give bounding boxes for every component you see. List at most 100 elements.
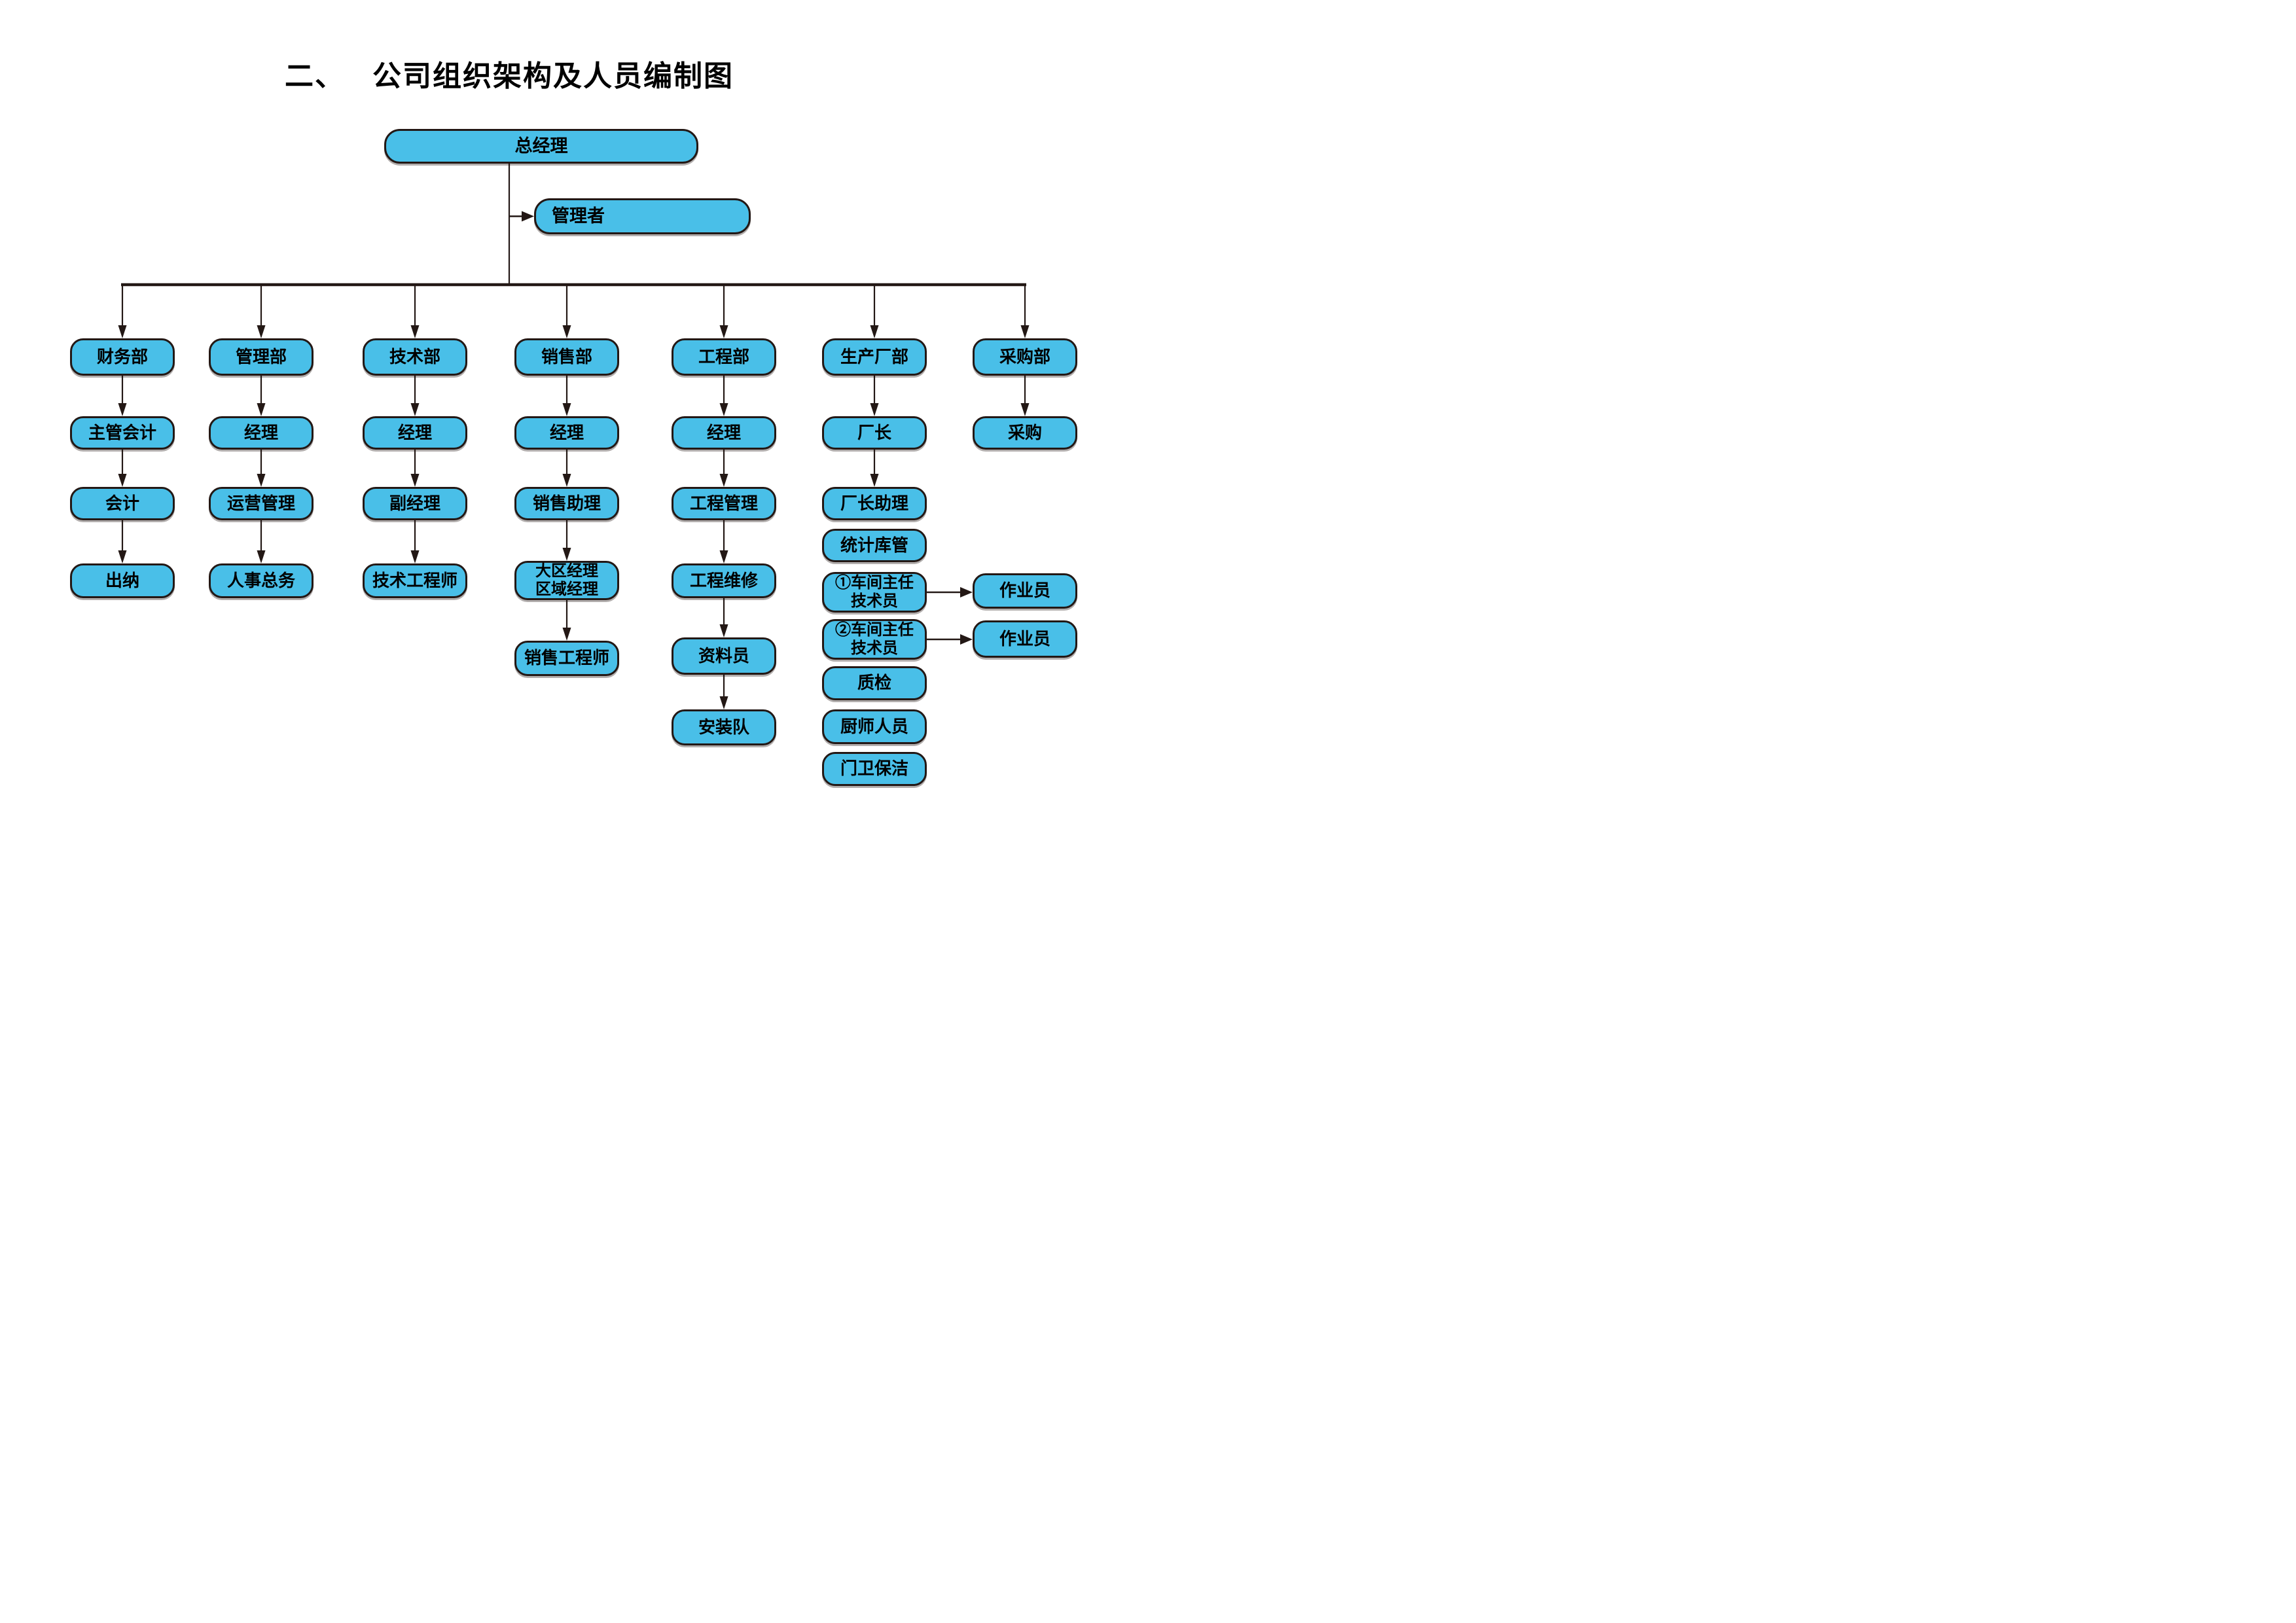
node-operator-2: 作业员 xyxy=(973,620,1077,658)
node-label: 门卫保洁 xyxy=(840,758,908,779)
node-installation-team: 安装队 xyxy=(672,709,776,745)
node-production-dept: 生产厂部 xyxy=(822,338,927,376)
title-text: 公司组织架构及人员编制图 xyxy=(372,60,734,92)
node-engineering-maintenance: 工程维修 xyxy=(672,563,776,598)
arrowhead-down xyxy=(719,403,728,416)
node-cashier: 出纳 xyxy=(70,563,175,598)
node-label: 采购部 xyxy=(999,346,1050,366)
node-workshop-director-1: ①车间主任技术员 xyxy=(822,572,927,613)
node-accountant: 会计 xyxy=(70,487,175,520)
node-label: 销售助理 xyxy=(532,493,601,513)
node-chef-staff: 厨师人员 xyxy=(822,709,927,744)
arrowhead-down xyxy=(257,403,266,416)
node-label: 会计 xyxy=(105,493,139,513)
node-label: 技术部 xyxy=(389,346,440,366)
node-sales-dept: 销售部 xyxy=(514,338,619,376)
node-engineering-management: 工程管理 xyxy=(672,487,776,520)
node-workshop-director-2: ②车间主任技术员 xyxy=(822,619,927,660)
node-sales-manager: 经理 xyxy=(514,416,619,450)
arrowhead-right xyxy=(522,211,534,222)
node-label: 厂长助理 xyxy=(840,493,908,513)
node-sales-assistant: 销售助理 xyxy=(514,487,619,520)
connector-lines xyxy=(118,164,1030,709)
node-label: 工程部 xyxy=(698,346,749,366)
arrowhead-down xyxy=(719,696,728,709)
node-chief-accountant: 主管会计 xyxy=(70,416,175,450)
page-title: 二、公司组织架构及人员编制图 xyxy=(285,52,734,94)
node-label: 作业员 xyxy=(999,628,1050,649)
node-label: ①车间主任 xyxy=(835,574,914,592)
node-label: 安装队 xyxy=(698,717,749,737)
title-numbering: 二、 xyxy=(285,60,345,92)
node-management-dept: 管理部 xyxy=(209,338,314,376)
node-label: 质检 xyxy=(857,673,891,693)
node-label: 财务部 xyxy=(96,346,148,366)
node-technology-dept: 技术部 xyxy=(363,338,467,376)
arrowhead-down xyxy=(410,474,420,487)
node-label: 资料员 xyxy=(698,645,749,666)
node-label: 采购 xyxy=(1007,422,1042,442)
node-label: 经理 xyxy=(706,422,741,442)
node-label: 大区经理 xyxy=(535,562,598,580)
arrowhead-down xyxy=(870,403,879,416)
node-label: 技术员 xyxy=(851,592,898,610)
arrowhead-down xyxy=(562,628,571,641)
node-label: 副经理 xyxy=(389,493,440,513)
node-general-manager: 总经理 xyxy=(384,129,698,164)
arrowhead-down xyxy=(1020,403,1030,416)
arrowhead-down xyxy=(719,550,728,563)
node-label: 厨师人员 xyxy=(840,716,908,736)
node-purchasing-dept: 采购部 xyxy=(973,338,1077,376)
node-engineering-manager: 经理 xyxy=(672,416,776,450)
node-factory-director-assistant: 厂长助理 xyxy=(822,487,927,520)
arrowhead-down xyxy=(870,325,879,338)
arrowhead-down xyxy=(1020,325,1030,338)
node-label: 销售部 xyxy=(541,346,592,366)
arrowhead-down xyxy=(719,474,728,487)
node-label: 出纳 xyxy=(105,570,139,590)
node-technology-manager: 经理 xyxy=(363,416,467,450)
arrowhead-down xyxy=(118,474,127,487)
node-label: 管理部 xyxy=(235,346,287,366)
org-chart-page: 二、公司组织架构及人员编制图 总经理管理者财务部主管会计会计出纳管理部经理运营管… xyxy=(0,0,1148,812)
node-management-manager: 经理 xyxy=(209,416,314,450)
node-sales-engineer: 销售工程师 xyxy=(514,641,619,676)
node-label: 生产厂部 xyxy=(840,346,908,366)
arrowhead-down xyxy=(257,550,266,563)
arrowhead-down xyxy=(118,550,127,563)
node-label: 工程维修 xyxy=(689,570,758,590)
arrowhead-down xyxy=(562,474,571,487)
node-engineering-dept: 工程部 xyxy=(672,338,776,376)
node-label: ②车间主任 xyxy=(835,621,914,639)
arrowhead-down xyxy=(719,624,728,637)
arrowhead-down xyxy=(257,325,266,338)
node-label: 工程管理 xyxy=(689,493,758,513)
node-label: 技术工程师 xyxy=(372,570,457,590)
node-purchasing: 采购 xyxy=(973,416,1077,450)
node-label: 作业员 xyxy=(999,580,1050,601)
arrowhead-down xyxy=(410,403,420,416)
node-label: 销售工程师 xyxy=(524,648,609,668)
node-label: 运营管理 xyxy=(226,493,295,513)
node-deputy-manager: 副经理 xyxy=(363,487,467,520)
arrowhead-down xyxy=(118,325,127,338)
node-label: 经理 xyxy=(397,422,432,442)
arrowhead-down xyxy=(410,325,420,338)
node-label: 总经理 xyxy=(514,135,568,156)
node-quality-inspection: 质检 xyxy=(822,666,927,700)
node-label: 主管会计 xyxy=(88,422,156,442)
node-factory-director: 厂长 xyxy=(822,416,927,450)
arrowhead-down xyxy=(562,325,571,338)
arrowhead-down xyxy=(410,550,420,563)
arrowhead-down xyxy=(562,548,571,561)
node-statistics-warehouse-keeper: 统计库管 xyxy=(822,529,927,562)
node-operations-management: 运营管理 xyxy=(209,487,314,520)
node-label: 区域经理 xyxy=(535,580,598,598)
arrowhead-down xyxy=(562,403,571,416)
node-label: 统计库管 xyxy=(840,535,908,555)
node-gate-guard-cleaning: 门卫保洁 xyxy=(822,752,927,786)
arrowhead-down xyxy=(719,325,728,338)
node-regional-manager: 大区经理区域经理 xyxy=(514,561,619,600)
node-label: 经理 xyxy=(549,422,584,442)
node-label: 厂长 xyxy=(857,422,891,442)
